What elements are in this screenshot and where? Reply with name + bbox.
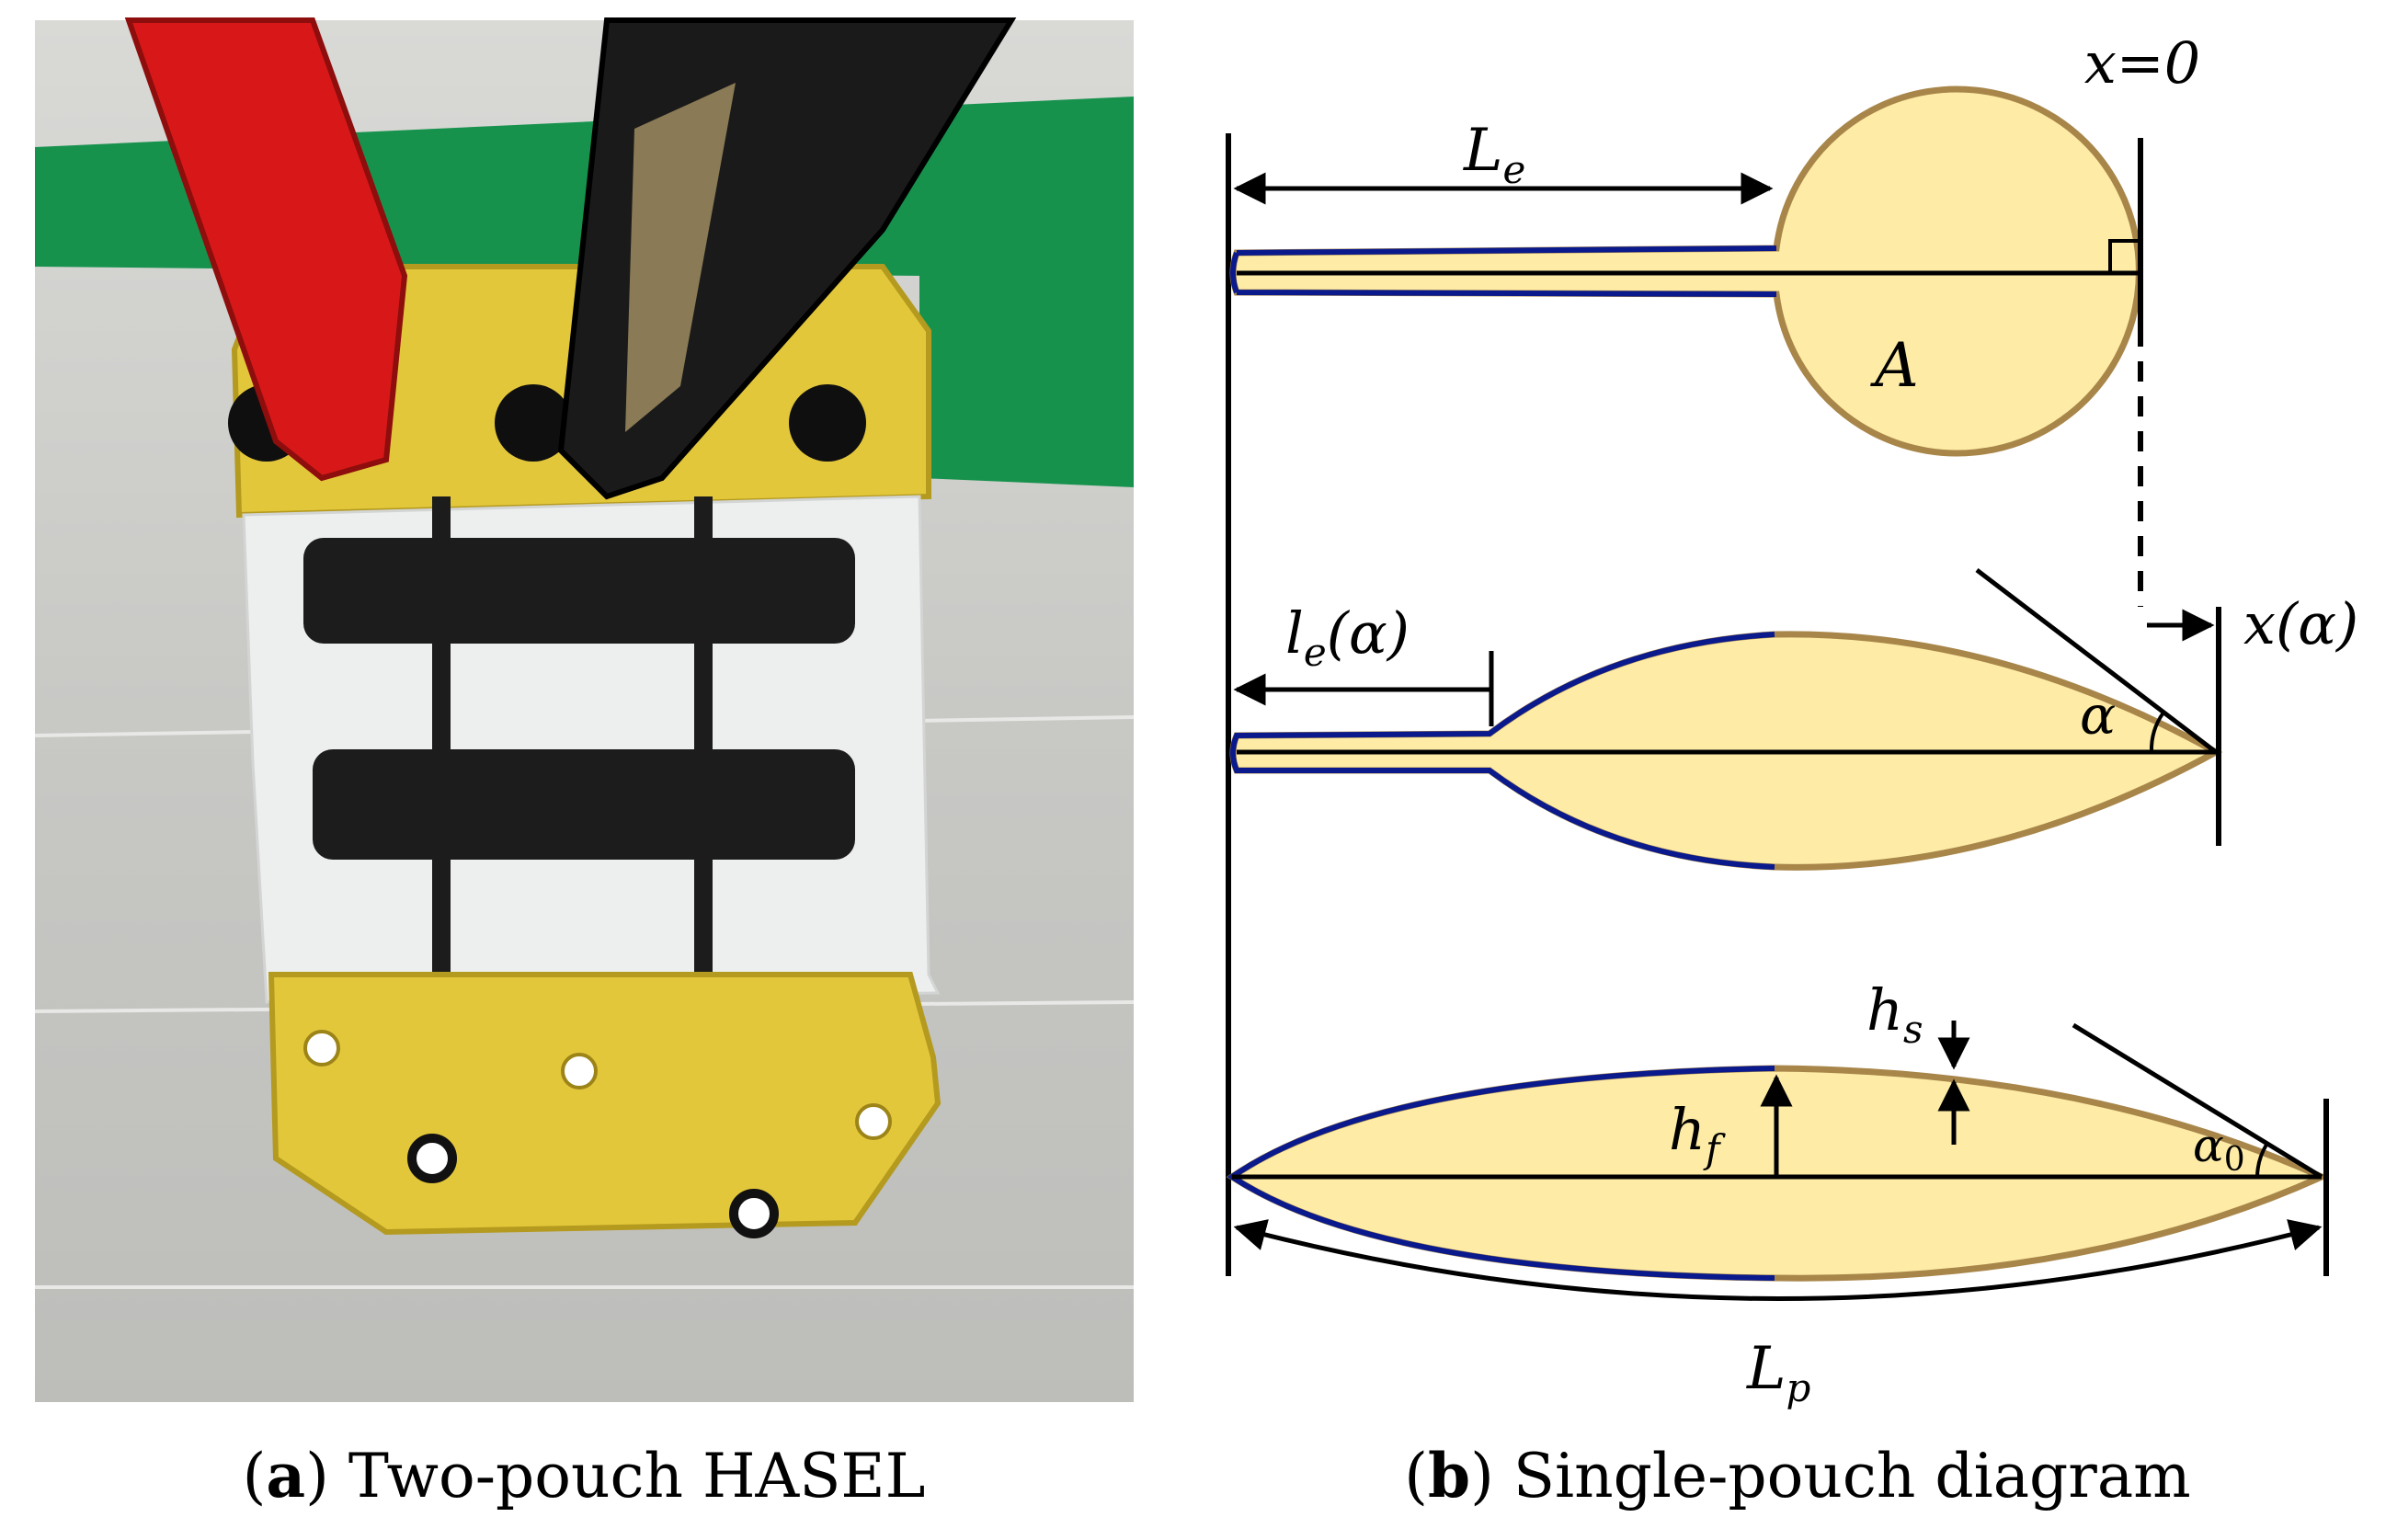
caption-a: (a) Two-pouch HASEL xyxy=(243,1440,926,1511)
label-hs: hs xyxy=(1866,976,1923,1052)
eyelets xyxy=(407,1134,779,1238)
state-flat xyxy=(1229,86,2143,607)
electrodes xyxy=(303,496,855,1002)
label-A: A xyxy=(1869,330,1919,401)
red-alligator-clip xyxy=(124,17,408,482)
panel-b-diagram: x=0 Le A le(α) x(α) α xyxy=(1226,29,2358,1410)
label-Le: Le xyxy=(1463,117,1525,192)
bottom-kapton-frame xyxy=(268,972,942,1236)
alpha0-arc xyxy=(2255,1143,2268,1178)
label-alpha0: α0 xyxy=(2193,1119,2245,1179)
label-alpha: α xyxy=(2080,684,2116,747)
panel-a-photo xyxy=(34,17,1135,1402)
caption-b: (b) Single-pouch diagram xyxy=(1404,1440,2191,1511)
flat-electrode xyxy=(1230,245,1777,297)
label-le-alpha: le(α) xyxy=(1285,599,1410,675)
black-clip-jaw xyxy=(625,83,736,432)
full-tangent xyxy=(2072,1022,2323,1180)
label-x-alpha: x(α) xyxy=(2243,590,2358,657)
alpha-arc xyxy=(2149,711,2165,753)
partial-tangent xyxy=(1975,568,2218,754)
label-Lp: Lp xyxy=(1746,1335,1810,1410)
state-full xyxy=(1226,1021,2330,1301)
state-partial xyxy=(1229,568,2223,871)
Lp-arc-arrow xyxy=(1233,1219,2323,1301)
partial-electrode xyxy=(1230,632,1775,870)
label-x0: x=0 xyxy=(2084,29,2200,97)
frame-holes xyxy=(303,1030,892,1140)
